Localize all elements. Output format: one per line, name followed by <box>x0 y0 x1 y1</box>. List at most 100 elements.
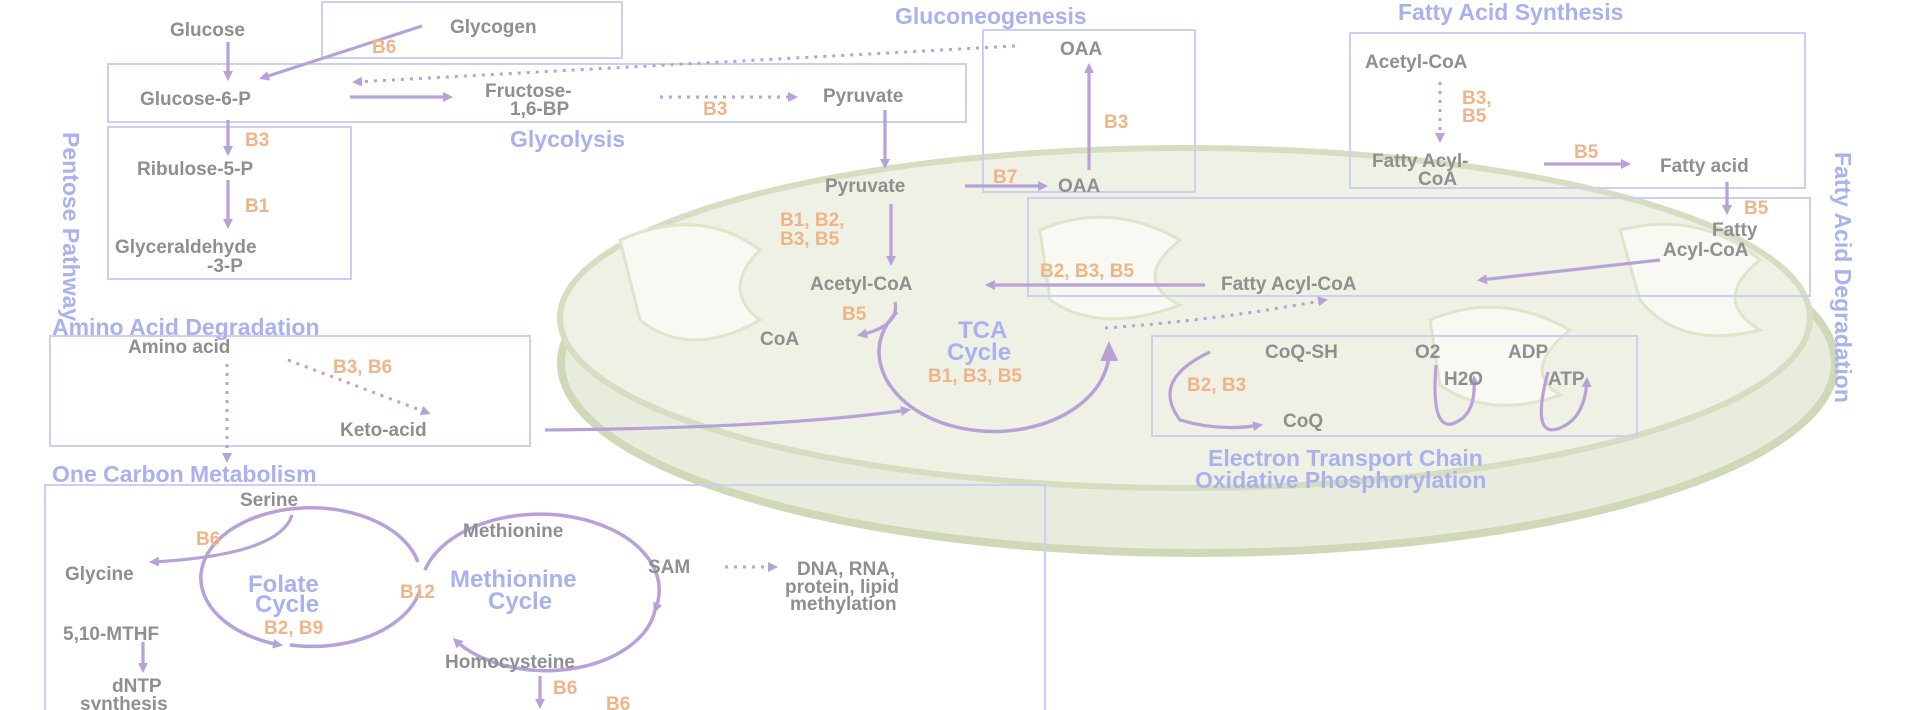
glycine-label: Glycine <box>65 564 134 585</box>
vitamin-b1-pentose: B1 <box>245 196 270 217</box>
homocysteine-label: Homocysteine <box>445 652 575 673</box>
glyceraldehyde-label: Glyceraldehyde <box>115 237 257 258</box>
etc-header: Electron Transport Chain <box>1208 445 1483 471</box>
vitamin-amino-acid: B3, B6 <box>333 357 392 378</box>
vitamin-b6-glycogen: B6 <box>372 37 396 58</box>
fatty-acyl-coa-deg-label: Fatty <box>1712 220 1758 241</box>
methionine-label: Methionine <box>463 521 563 542</box>
oxphos-header: Oxidative Phosphorylation <box>1195 467 1486 493</box>
o2-label: O2 <box>1415 342 1440 363</box>
fructose-bp-label: Fructose- <box>485 81 572 102</box>
one-carbon-metabolism-header: One Carbon Metabolism <box>52 461 317 487</box>
folate-cycle-label: Folate <box>248 571 319 598</box>
tca-cycle <box>877 310 1119 434</box>
glycogen-label: Glycogen <box>450 17 537 38</box>
mthf-label: 5,10-MTHF <box>63 624 159 645</box>
vitamin-folate: B2, B9 <box>264 618 323 639</box>
oaa-label: OAA <box>1060 39 1103 60</box>
acetyl-coa-label: Acetyl-CoA <box>810 274 913 295</box>
tca-cycle-label: TCA <box>958 317 1007 344</box>
vitamin-b7-pyruvate-carboxylase: B7 <box>993 167 1017 188</box>
arrow-glycogen-g6p <box>259 24 423 81</box>
gluconeogenesis-header: Gluconeogenesis <box>895 3 1087 29</box>
dntp-label: synthesis <box>80 694 168 710</box>
vitamin-b3-glycolysis: B3 <box>703 99 727 120</box>
mitochondrion <box>557 145 1839 557</box>
tca-cycle-label: Cycle <box>947 339 1011 366</box>
tca-cycle-arc <box>877 310 899 353</box>
cristae <box>1428 305 1573 407</box>
folate-cycle-arc <box>199 506 420 649</box>
methionine-cycle-label: Methionine <box>450 566 577 593</box>
folate-cycle <box>199 506 422 649</box>
vitamin-b3-gluconeogenesis: B3 <box>1104 112 1128 133</box>
fatty-acid-label: Fatty acid <box>1660 156 1749 177</box>
methionine-cycle <box>423 512 663 673</box>
atp-label: ATP <box>1548 369 1585 390</box>
arrow-serine-glycine <box>149 514 294 567</box>
arrow-keto-acid-tca <box>544 406 911 432</box>
tca-cycle-arc <box>877 341 1119 434</box>
vitamin-b5-fas: B5 <box>1574 142 1599 163</box>
cristae <box>1038 215 1184 321</box>
amino-acid-degradation-box <box>49 335 531 447</box>
o2-h2o-arc <box>1433 364 1480 426</box>
dotted-oaa-g6p <box>352 44 1016 87</box>
vitamin-fas: B3, <box>1462 88 1492 109</box>
glycogen-box <box>321 1 623 59</box>
methionine-cycle-arc <box>452 609 657 673</box>
acetyl-coa-fas-label: Acetyl-CoA <box>1365 52 1468 73</box>
cristae <box>1618 222 1764 338</box>
coa-label: CoA <box>760 329 799 350</box>
vitamin-pdh: B3, B5 <box>780 229 840 250</box>
fatty-acyl-coa-fas-label: Fatty Acyl- <box>1372 151 1468 172</box>
oaa-mito-label: OAA <box>1058 176 1101 197</box>
sam-label: SAM <box>648 557 690 578</box>
electron-transport-box <box>1151 335 1638 437</box>
vitamin-etc: B2, B3 <box>1187 375 1246 396</box>
vitamin-b6-homocysteine: B6 <box>553 678 577 699</box>
vitamin-fas: B5 <box>1462 106 1487 127</box>
glycolysis-header: Glycolysis <box>510 126 625 152</box>
methylation-label: methylation <box>790 594 897 615</box>
folate-cycle-label: Cycle <box>255 591 319 618</box>
vitamin-beta-oxidation: B2, B3, B5 <box>1040 261 1134 282</box>
vitamin-tca: B1, B3, B5 <box>928 366 1022 387</box>
methylation-label: protein, lipid <box>785 577 899 598</box>
fatty-acyl-coa-fas-label: CoA <box>1418 169 1457 190</box>
glyceraldehyde-label: -3-P <box>207 256 243 277</box>
methionine-cycle-arc <box>423 512 663 613</box>
serine-label: Serine <box>240 490 298 511</box>
fatty-acyl-coa-mito-label: Fatty Acyl-CoA <box>1221 274 1357 295</box>
one-carbon-box <box>44 484 1046 710</box>
dotted-tca-to-etc <box>1104 296 1328 330</box>
vitamin-b5-tca: B5 <box>842 304 867 325</box>
fatty-acid-synthesis-header: Fatty Acid Synthesis <box>1398 0 1623 25</box>
coq-arc <box>1168 350 1263 432</box>
vitamin-pdh: B1, B2, <box>780 210 844 231</box>
vitamin-b6-serine: B6 <box>196 529 220 550</box>
vitamin-b5-degradation: B5 <box>1744 198 1769 219</box>
methionine-cycle-label: Cycle <box>488 588 552 615</box>
h2o-label: H2O <box>1444 369 1483 390</box>
vitamin-b12: B12 <box>400 582 435 603</box>
pentose-pathway-header: Pentose Pathway <box>58 132 84 321</box>
vitamin-b3-pentose: B3 <box>245 130 269 151</box>
fructose-bp-label: 1,6-BP <box>510 99 569 120</box>
glucose-6-p-label: Glucose-6-P <box>140 89 251 110</box>
dntp-label: dNTP <box>112 676 162 697</box>
fatty-acyl-coa-deg-label: Acyl-CoA <box>1663 240 1749 261</box>
cristae <box>618 223 763 342</box>
gluconeogenesis-box <box>982 29 1196 193</box>
pyruvate-label: Pyruvate <box>823 86 903 107</box>
keto-acid-label: Keto-acid <box>340 420 427 441</box>
ribulose-5-p-label: Ribulose-5-P <box>137 159 253 180</box>
glycolysis-box <box>107 63 967 123</box>
arrow-fattyacylcoa-deg-to-mito <box>1477 258 1661 285</box>
glucose-label: Glucose <box>170 20 245 41</box>
fatty-acid-degradation-box <box>1027 197 1811 297</box>
adp-label: ADP <box>1508 342 1548 363</box>
coq-sh-label: CoQ-SH <box>1265 342 1338 363</box>
